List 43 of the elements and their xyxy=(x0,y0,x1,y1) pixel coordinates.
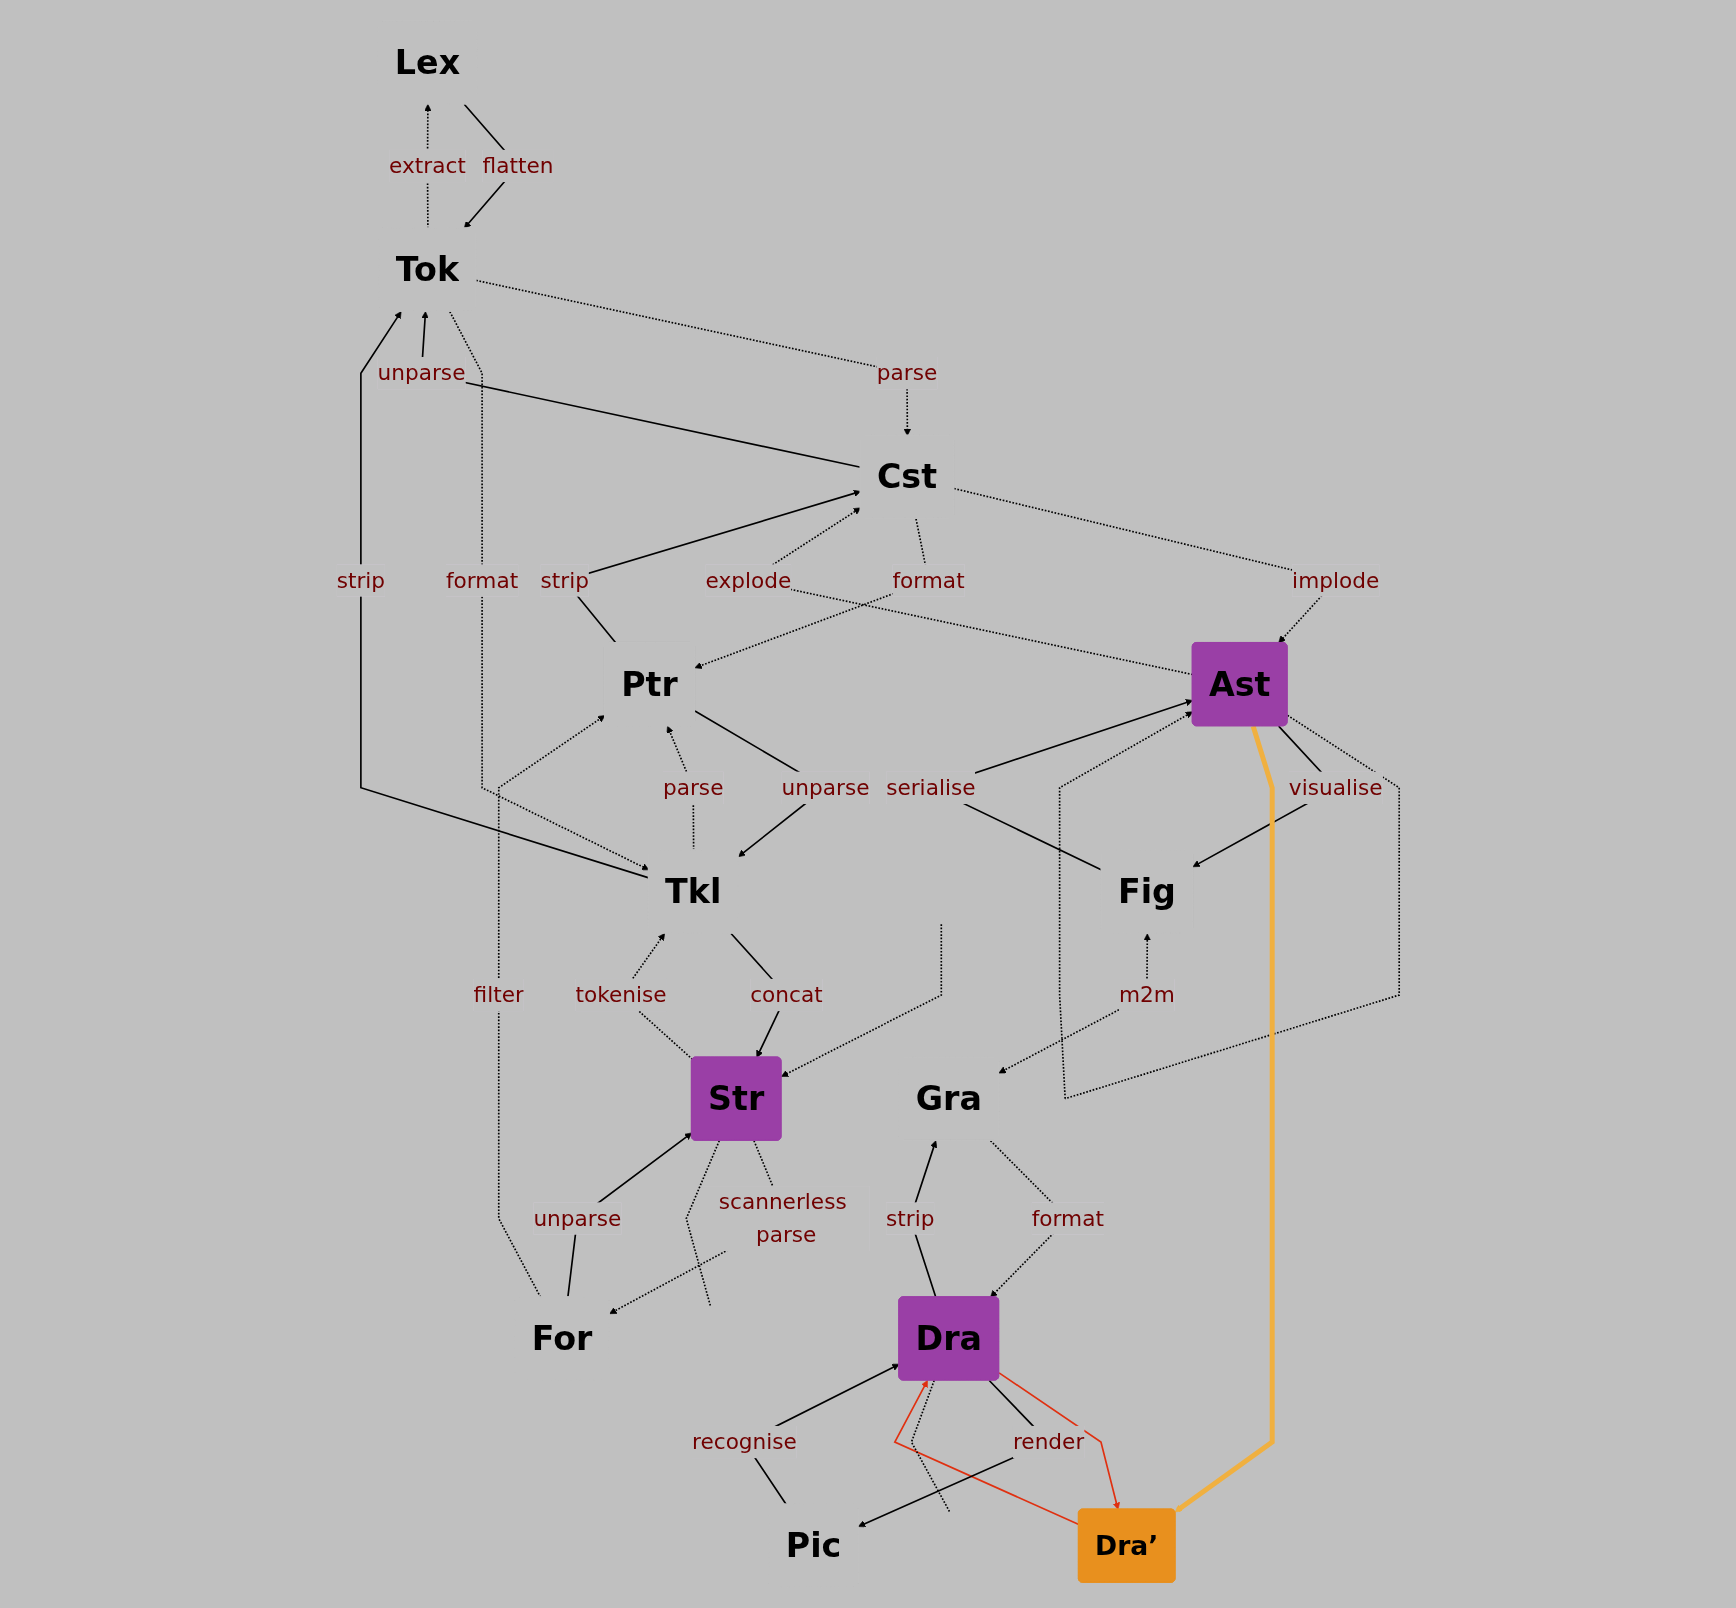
edge-label: serialise xyxy=(886,774,976,800)
connector xyxy=(685,1139,721,1307)
edge-label: strip xyxy=(336,567,386,593)
edge-label: filter xyxy=(473,982,524,1008)
edge-label: m2m xyxy=(1118,982,1175,1008)
node-text: Fig xyxy=(1117,872,1176,911)
connector xyxy=(910,1379,952,1514)
edge-label: parse xyxy=(662,774,724,800)
node-text: Pic xyxy=(785,1526,842,1565)
arrow xyxy=(360,311,650,879)
arrow xyxy=(781,923,943,1077)
edge-label: scannerless parse xyxy=(718,1189,847,1247)
node-text: For xyxy=(531,1319,593,1358)
edge-label: strip xyxy=(540,567,590,593)
arrow xyxy=(893,1380,1080,1526)
edge-label: format xyxy=(446,567,519,593)
edge-label: visualise xyxy=(1288,774,1383,800)
edge-label: strip xyxy=(886,1205,935,1231)
edge-label: concat xyxy=(750,982,823,1008)
edge-label: render xyxy=(1012,1429,1085,1455)
arrow xyxy=(475,279,912,436)
edge-label: unparse xyxy=(781,774,870,800)
edge-label: format xyxy=(1031,1205,1104,1231)
edge-label: unparse xyxy=(533,1205,622,1231)
arrow xyxy=(1058,711,1401,1100)
arrow xyxy=(1174,725,1275,1513)
node-text: Gra xyxy=(915,1079,982,1118)
edge-label: flatten xyxy=(482,153,554,178)
arrow xyxy=(998,1372,1120,1510)
arrow xyxy=(449,310,650,871)
edge-label: parse xyxy=(876,360,938,386)
node-text: Cst xyxy=(876,457,938,496)
node-text: Tok xyxy=(395,250,460,289)
edge-label: format xyxy=(892,567,965,593)
node-text: Tkl xyxy=(665,872,722,911)
edge-label: extract xyxy=(389,153,466,178)
edge-label: tokenise xyxy=(575,982,667,1008)
edge-label: explode xyxy=(705,567,792,593)
edge-label: unparse xyxy=(377,360,466,386)
edge-label: implode xyxy=(1292,567,1380,593)
node-text: Ptr xyxy=(621,664,678,704)
node-text: Lex xyxy=(394,43,461,82)
edge-label: recognise xyxy=(692,1429,797,1455)
